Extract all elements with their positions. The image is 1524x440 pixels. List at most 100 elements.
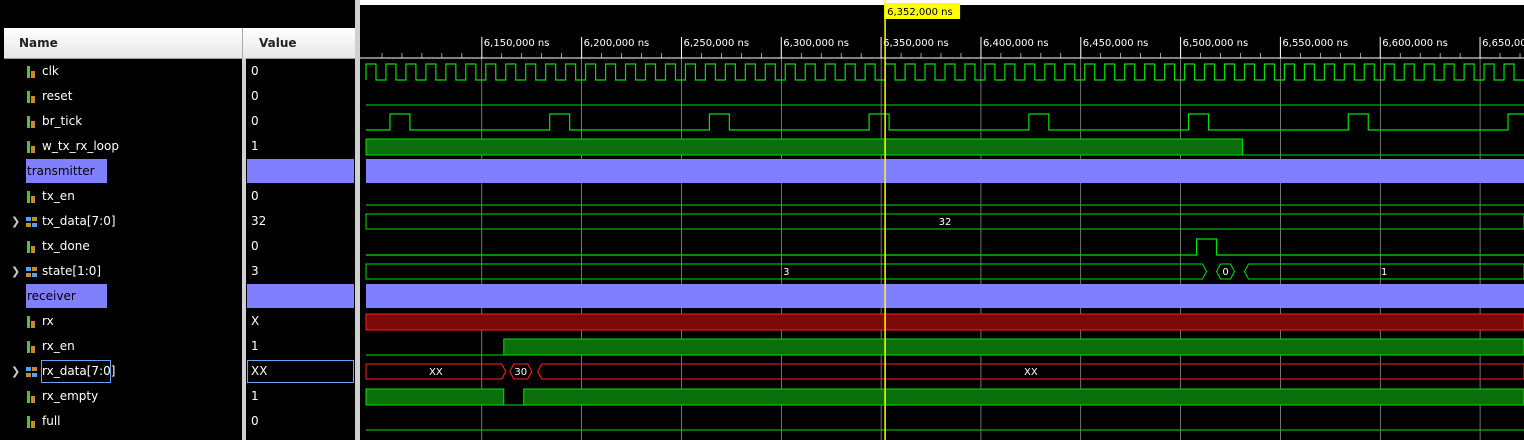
timeline-tick-label: 6,600,000 ns [1382,38,1448,49]
signal-value: 0 [251,189,259,203]
signal-row-br-tick[interactable]: br_tick 0 [0,109,355,134]
signal-value: 32 [251,214,267,228]
bus-signal-icon [26,266,37,278]
divider-value [247,284,354,308]
signal-row-rx[interactable]: rx X [0,309,355,334]
logic-signal-icon [26,341,36,353]
timeline-tick-label: 6,300,000 ns [783,38,849,49]
logic-signal-icon [26,91,36,103]
logic-signal-icon [26,116,36,128]
signal-panel-toolbar [0,0,359,28]
name-value-splitter[interactable] [242,58,246,440]
divider-label[interactable]: receiver [26,284,107,308]
panel-splitter[interactable] [355,0,360,440]
cursor-time-label: 6,352,000 ns [887,7,953,18]
signal-value: 0 [251,64,259,78]
signal-row-receiver[interactable]: receiver [0,284,355,309]
waveform-canvas[interactable]: 6,150,000 ns 6,200,000 ns 6,250,000 ns 6,30… [360,0,1524,440]
signal-value: 1 [251,339,259,353]
state-bus-segment [365,263,1208,280]
signal-value: 0 [251,114,259,128]
logic-signal-icon [26,391,36,403]
name-column-header[interactable]: Name [19,36,58,50]
rx-data-bus-value-label: XX [1024,367,1038,378]
selection-outline [41,360,111,383]
divider-name: transmitter [27,164,95,178]
signal-row-rx-empty[interactable]: rx_empty 1 [0,384,355,409]
signal-name: rx_empty [42,389,99,403]
clk-wave [365,63,1524,81]
divider-value [247,159,354,183]
timeline-tick-label: 6,200,000 ns [584,38,650,49]
signal-name: rx_data[7:0] [42,364,116,378]
expand-chevron-icon[interactable]: ❯ [11,265,21,278]
signal-value: XX [251,364,268,378]
signal-value: 0 [251,89,259,103]
tx-done-wave [366,238,1524,256]
rx-empty-high [523,388,1524,406]
state-bus-segment [1243,263,1524,280]
signal-row-tx-en[interactable]: tx_en 0 [0,184,355,209]
rx-empty-high [365,388,505,406]
signal-row-full[interactable]: full 0 [0,409,355,434]
signal-value: 1 [251,139,259,153]
expand-chevron-icon[interactable]: ❯ [11,215,21,228]
signal-row-reset[interactable]: reset 0 [0,84,355,109]
signal-name: br_tick [42,114,83,128]
rx-en-high [503,338,1524,356]
timeline-tick-label: 6,150,000 ns [484,38,550,49]
rx-data-bus-segment [365,363,507,380]
logic-signal-icon [26,191,36,203]
signal-name: tx_done [42,239,90,253]
logic-signal-icon [26,416,36,428]
signal-row-clk[interactable]: clk 0 [0,59,355,84]
selection-outline [247,360,354,383]
signal-name: full [42,414,61,428]
signal-name: tx_en [42,189,75,203]
signal-header: Name Value [4,28,358,59]
timeline-tick-label: 6,250,000 ns [683,38,749,49]
signal-name: w_tx_rx_loop [42,139,119,153]
timeline-tick-label: 6,650,000 ns [1482,38,1524,49]
signal-value: 0 [251,414,259,428]
signal-name: tx_data[7:0] [42,214,116,228]
signal-panel: Name Value clk 0 reset 0 br_tick 0 w_tx_rx_loo… [0,0,359,440]
signal-name: clk [42,64,59,78]
signal-name: state[1:0] [42,264,102,278]
signal-row-w-tx-rx-loop[interactable]: w_tx_rx_loop 1 [0,134,355,159]
timeline-tick-label: 6,450,000 ns [1083,38,1149,49]
w-tx-rx-loop-high [365,138,1243,156]
timeline-tick-label: 6,400,000 ns [983,38,1049,49]
state-bus-segment [1215,263,1236,280]
state-bus-value-label: 1 [1381,267,1387,278]
timeline-top-strip [360,0,1524,5]
logic-signal-icon [26,316,36,328]
expand-chevron-icon[interactable]: ❯ [11,365,21,378]
signal-row-transmitter[interactable]: transmitter [0,159,355,184]
signal-name: rx [42,314,54,328]
signal-row-tx-data[interactable]: ❯ tx_data[7:0] 32 [0,209,355,234]
signal-name: reset [42,89,73,103]
value-column-header[interactable]: Value [259,36,297,50]
timeline-tick-label: 6,500,000 ns [1183,38,1249,49]
signal-value: 3 [251,264,259,278]
divider-label[interactable]: transmitter [26,159,107,183]
rx-data-bus-segment [509,363,533,380]
signal-value: 1 [251,389,259,403]
rx-data-bus-segment [537,363,1524,380]
signal-row-rx-data[interactable]: ❯ rx_data[7:0] XX [0,359,355,384]
br-tick-wave [366,113,1524,131]
bus-signal-icon [26,366,37,378]
waveform-background [360,0,1524,440]
signal-value: X [251,314,260,328]
column-separator[interactable] [242,28,243,58]
bus-signal-icon [26,216,37,228]
logic-signal-icon [26,66,36,78]
state-bus-value-label: 3 [783,267,789,278]
logic-signal-icon [26,241,36,253]
rx-data-bus-value-label: 30 [514,367,527,378]
signal-row-state[interactable]: ❯ state[1:0] 3 [0,259,355,284]
